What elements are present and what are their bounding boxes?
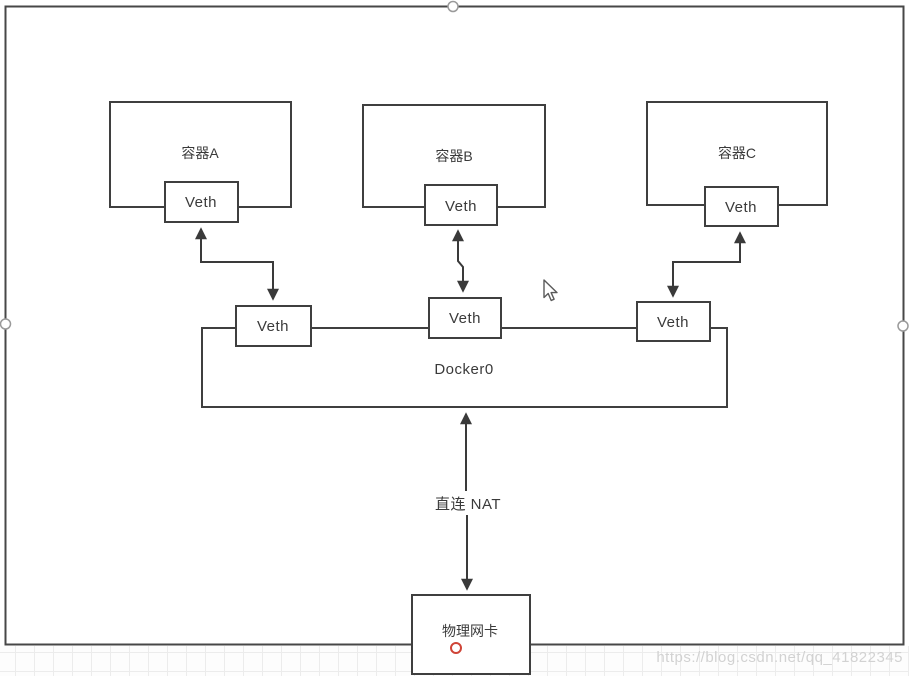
resize-handle-top[interactable]: [447, 0, 459, 13]
connector-veth-c[interactable]: [667, 231, 746, 298]
bridge-veth-c-label: Veth: [657, 314, 689, 331]
bridge-veth-b-box[interactable]: [428, 297, 502, 339]
container-a-veth-label: Veth: [185, 194, 217, 211]
resize-handle-left[interactable]: [0, 318, 12, 330]
bridge-label: Docker0: [434, 361, 493, 378]
physical-nic-box[interactable]: [411, 594, 531, 675]
nat-link-label: 直连 NAT: [435, 496, 501, 513]
container-c-veth-box[interactable]: [704, 186, 779, 227]
container-c-label: 容器C: [718, 145, 756, 161]
container-a-label: 容器A: [181, 145, 219, 161]
bridge-veth-a-box[interactable]: [235, 305, 312, 347]
bridge-veth-a-label: Veth: [257, 318, 289, 335]
watermark-text: https://blog.csdn.net/qq_41822345: [656, 649, 903, 666]
bridge-veth-c-box[interactable]: [636, 301, 711, 342]
connector-veth-a[interactable]: [195, 227, 279, 301]
physical-nic-label: 物理网卡: [442, 623, 498, 639]
container-b-veth-box[interactable]: [424, 184, 498, 226]
container-b-label: 容器B: [435, 148, 472, 164]
resize-handle-right[interactable]: [897, 320, 909, 332]
mouse-cursor-icon: [543, 279, 558, 302]
container-b-veth-label: Veth: [445, 198, 477, 215]
container-a-veth-box[interactable]: [164, 181, 239, 223]
bridge-veth-b-label: Veth: [449, 310, 481, 327]
container-c-veth-label: Veth: [725, 199, 757, 216]
resize-handle-bottom[interactable]: [450, 642, 462, 654]
connector-veth-b[interactable]: [452, 229, 469, 293]
